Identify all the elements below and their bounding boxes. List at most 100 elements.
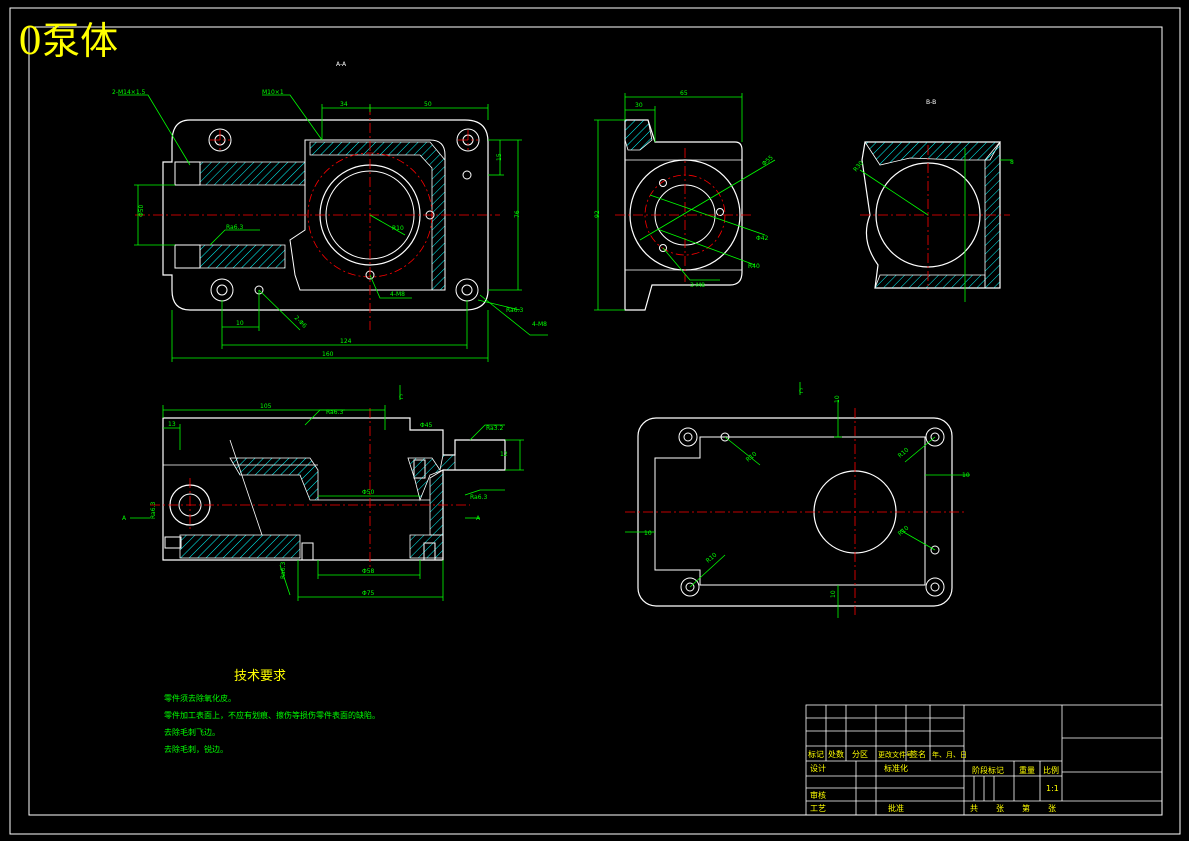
inner-border [28,26,1163,816]
tb-standardization: 标准化 [884,764,908,773]
tb-weight: 重量 [1019,766,1035,775]
main-thread: 4-M8 [390,291,405,298]
front-ra-3: Ra6.3 [470,494,487,501]
dim-34: 34 [340,101,348,108]
front-dim-105: 105 [260,403,272,410]
front-bolt-2 [423,542,436,561]
main-pocket [289,139,446,291]
tb-sheet-unit-2: 张 [1048,804,1056,813]
main-ra: Ra6.3 [226,224,243,231]
top-section-c: C [799,388,803,395]
tb-sheet-total: 共 [970,804,978,813]
side-outline [624,119,743,311]
top-dim-10b: 10 [830,590,837,598]
front-bolt-3 [413,459,426,479]
main-r10: R10 [392,225,404,232]
section-label-bb: B-B [926,99,936,106]
note-line-2: 零件加工表面上，不应有划痕、擦伤等损伤零件表面的缺陷。 [164,711,380,720]
note-line-1: 零件须去除氧化皮。 [164,694,236,703]
front-section-a-right: A [476,515,481,522]
side-dim-dia55: Φ55 [761,154,775,167]
front-dim-dia75: Φ75 [362,590,375,597]
tb-stage-mark: 阶段标记 [972,766,1004,775]
front-hatch-bottom [179,534,301,559]
drawing-title: 0泵体 [18,19,119,63]
tb-process: 工艺 [810,804,826,813]
tb-sheet-this: 第 [1022,804,1030,813]
front-dim-dia45: Φ45 [420,422,433,429]
main-dimensions [118,94,548,362]
tb-header-mark: 标记 [808,750,824,759]
callout-m10: M10×1 [262,89,284,96]
tb-scale: 比例 [1043,766,1059,775]
main-outline [162,119,489,311]
note-line-3: 去除毛刺飞边。 [164,728,220,737]
side-view: 30 65 92 Φ55 Φ42 R40 3-M8 [594,90,776,311]
front-hatch-right-wall [429,469,444,536]
main-hatch-right [309,141,446,291]
sectionb-hatch-bottom [874,274,986,289]
main-view: A-A [112,61,548,362]
section-label-aa: A-A [336,61,347,68]
tb-sheet-unit-1: 张 [996,804,1004,813]
main-pin: 2-Φ6 [293,314,308,329]
top-r10c: R10 [897,524,911,537]
tb-scale-value: 1:1 [1046,784,1059,793]
main-hatch-bottom [199,244,286,269]
dim-dia50: Φ50 [138,204,145,217]
dim-124: 124 [340,338,352,345]
top-dim-10c: 10 [644,530,652,537]
side-dim-dia42: Φ42 [756,235,769,242]
dim-76: 76 [514,210,521,218]
main-ra-2: Ra6.3 [506,307,523,314]
front-hatch-top-right [407,454,456,502]
front-section-a-left: A [122,515,127,522]
front-ra-2: Ra3.2 [486,425,503,432]
top-r10b: R10 [897,446,911,459]
tb-header-sign: 签名 [910,750,926,759]
tb-header-change-doc: 更改文件号 [878,751,913,759]
front-ra-4: Ra6.3 [150,502,157,519]
dim-10: 10 [236,320,244,327]
front-hatch-bottom-right [409,534,444,559]
front-dim-13: 13 [168,421,176,428]
notes-heading: 技术要求 [234,669,287,684]
tb-header-zone: 分区 [852,750,868,759]
technical-notes: 技术要求 零件须去除氧化皮。 零件加工表面上，不应有划痕、擦伤等损伤零件表面的缺… [164,668,380,758]
tb-header-date: 年、月、日 [932,751,967,759]
top-r10a: R10 [745,450,759,463]
front-dim-12: 12 [500,451,508,458]
main-thread-2: 4-M8 [532,321,547,328]
side-dim-30: 30 [635,102,643,109]
dim-50: 50 [424,101,432,108]
side-dim-65: 65 [680,90,688,97]
main-hatch-top [199,161,306,186]
side-thread: 3-M8 [690,282,705,289]
top-pocket [654,436,926,586]
top-dim-10a: 10 [834,395,841,403]
sectionb-hatch-top [864,141,1001,166]
main-centerlines [135,105,500,330]
tb-design: 设计 [810,764,826,773]
callout-m14: 2-M14×1.5 [112,89,146,96]
note-line-4: 去除毛刺，锐边。 [164,745,228,754]
front-ra-1: Ra6.3 [326,409,343,416]
main-port-bottom [174,244,201,269]
top-view: C 10 10 10 10 R10 R10 R10 R10 [625,382,970,618]
front-dim-dia50: Φ50 [362,489,375,496]
front-plug [164,536,182,549]
side-dim-r40: R40 [748,263,760,270]
sectionb-8: 8 [1010,159,1014,166]
tb-approve: 批准 [888,804,904,813]
outer-border [9,7,1181,835]
side-dim-92: 92 [594,210,601,218]
section-b-view: B-B R30 8 [852,99,1014,302]
main-port-top [174,161,201,186]
front-bolt-1 [301,542,314,561]
tb-review: 审核 [810,791,826,800]
side-hatch [624,119,653,151]
front-section-c: C [399,394,403,401]
top-dim-10d: 10 [962,472,970,479]
front-hatch-top-left [229,457,319,501]
